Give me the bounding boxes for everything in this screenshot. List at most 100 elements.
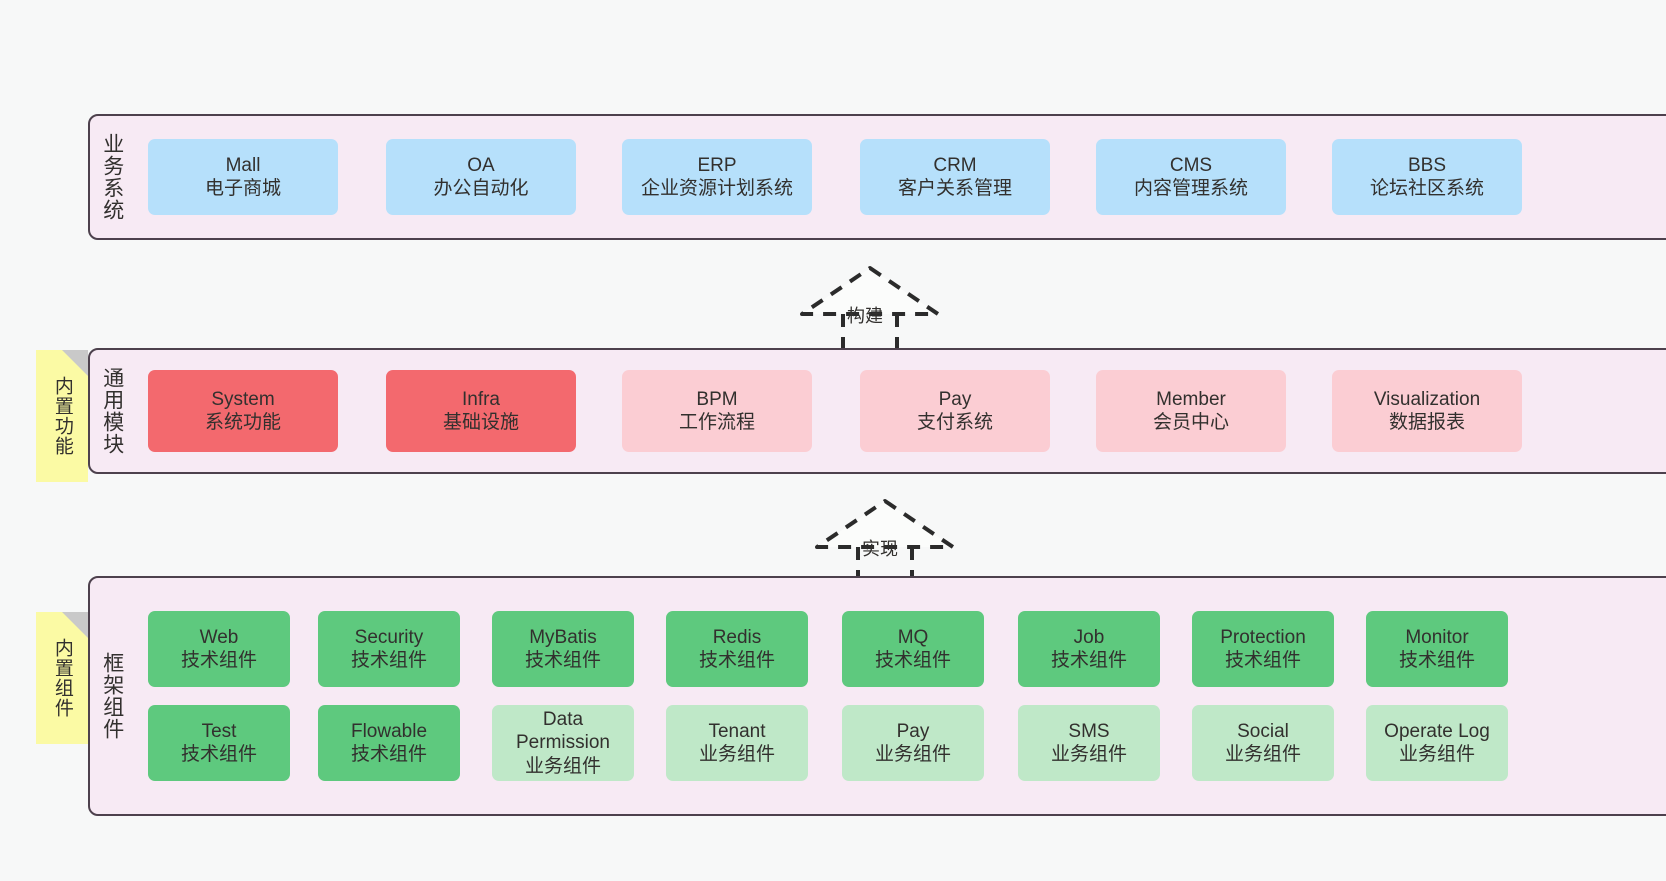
business-card-erp[interactable]: ERP 企业资源计划系统 — [622, 139, 812, 215]
connector-build-label: 构建 — [847, 306, 883, 326]
card-subtitle: 技术组件 — [350, 650, 427, 671]
card-title: Mall — [225, 154, 261, 176]
framework-card-job[interactable]: Job 技术组件 — [1018, 611, 1160, 687]
business-card-cms[interactable]: CMS 内容管理系统 — [1096, 139, 1286, 215]
module-card-system[interactable]: System 系统功能 — [148, 370, 338, 452]
module-card-row: System 系统功能 Infra 基础设施 BPM 工作流程 Pay 支付系统… — [142, 370, 1666, 452]
card-subtitle: 业务组件 — [524, 755, 601, 777]
module-card-bpm[interactable]: BPM 工作流程 — [622, 370, 812, 452]
card-subtitle: 电子商城 — [204, 178, 281, 199]
card-subtitle: 技术组件 — [180, 650, 257, 671]
connector-build: 构建 — [795, 262, 945, 360]
card-subtitle: 技术组件 — [1050, 650, 1127, 671]
framework-card-monitor[interactable]: Monitor 技术组件 — [1366, 611, 1508, 687]
business-card-crm[interactable]: CRM 客户关系管理 — [860, 139, 1050, 215]
card-subtitle: 企业资源计划系统 — [640, 178, 793, 199]
sticky-note-label: 内置功能 — [51, 376, 73, 456]
card-subtitle: 技术组件 — [524, 650, 601, 671]
card-title: Test — [201, 720, 237, 742]
card-title: CMS — [1169, 154, 1213, 176]
framework-card-redis[interactable]: Redis 技术组件 — [666, 611, 808, 687]
card-subtitle: 业务组件 — [698, 744, 775, 765]
card-title: Redis — [712, 626, 762, 648]
card-title: Infra — [461, 388, 501, 410]
card-subtitle: 系统功能 — [204, 412, 281, 433]
card-title: MyBatis — [529, 626, 597, 648]
framework-card-security[interactable]: Security 技术组件 — [318, 611, 460, 687]
business-card-bbs[interactable]: BBS 论坛社区系统 — [1332, 139, 1522, 215]
card-title: Security — [354, 626, 424, 648]
business-card-mall[interactable]: Mall 电子商城 — [148, 139, 338, 215]
framework-card-pay[interactable]: Pay 业务组件 — [842, 705, 984, 781]
framework-card-operate-log[interactable]: Operate Log 业务组件 — [1366, 705, 1508, 781]
layer-framework-component: 框架组件 Web 技术组件 Security 技术组件 MyBatis 技术组件… — [88, 576, 1666, 816]
module-card-member[interactable]: Member 会员中心 — [1096, 370, 1286, 452]
card-title: OA — [467, 154, 495, 176]
sticky-note-label: 内置组件 — [51, 638, 73, 718]
card-title: Monitor — [1405, 626, 1469, 648]
framework-card-tenant[interactable]: Tenant 业务组件 — [666, 705, 808, 781]
card-title: ERP — [697, 154, 737, 176]
card-subtitle: 基础设施 — [442, 412, 519, 433]
card-subtitle: 技术组件 — [1224, 650, 1301, 671]
card-title: SMS — [1068, 720, 1110, 742]
sticky-note-builtin-component: 内置组件 — [36, 612, 88, 744]
framework-card-data-permission[interactable]: Data Permission 业务组件 — [492, 705, 634, 781]
connector-implement-label: 实现 — [862, 539, 898, 559]
framework-card-test[interactable]: Test 技术组件 — [148, 705, 290, 781]
card-title: Member — [1156, 388, 1226, 410]
card-subtitle: 工作流程 — [678, 412, 755, 433]
framework-biz-row: Test 技术组件 Flowable 技术组件 Data Permission … — [142, 705, 1666, 781]
card-title: MQ — [897, 626, 929, 648]
framework-card-mq[interactable]: MQ 技术组件 — [842, 611, 984, 687]
fold-corner-icon — [62, 612, 88, 638]
card-title: CRM — [933, 154, 977, 176]
card-title: Social — [1237, 720, 1289, 742]
card-title: Web — [199, 626, 239, 648]
layer-body-modules: System 系统功能 Infra 基础设施 BPM 工作流程 Pay 支付系统… — [134, 350, 1666, 472]
card-subtitle: 技术组件 — [1398, 650, 1475, 671]
card-subtitle: 论坛社区系统 — [1369, 178, 1484, 199]
card-title: Tenant — [708, 720, 766, 742]
framework-card-mybatis[interactable]: MyBatis 技术组件 — [492, 611, 634, 687]
layer-title-business: 业务系统 — [100, 133, 124, 221]
card-subtitle: 技术组件 — [180, 744, 257, 765]
card-subtitle: 业务组件 — [1224, 744, 1301, 765]
sticky-note-builtin-function: 内置功能 — [36, 350, 88, 482]
card-subtitle: 支付系统 — [916, 412, 993, 433]
card-subtitle: 技术组件 — [698, 650, 775, 671]
framework-card-sms[interactable]: SMS 业务组件 — [1018, 705, 1160, 781]
card-title: Operate Log — [1384, 720, 1490, 742]
layer-title-modules: 通用模块 — [100, 367, 124, 455]
layer-body-business: Mall 电子商城 OA 办公自动化 ERP 企业资源计划系统 CRM 客户关系… — [134, 116, 1666, 238]
card-title: BPM — [696, 388, 738, 410]
layer-body-framework: Web 技术组件 Security 技术组件 MyBatis 技术组件 Redi… — [134, 578, 1666, 814]
framework-card-flowable[interactable]: Flowable 技术组件 — [318, 705, 460, 781]
framework-card-protection[interactable]: Protection 技术组件 — [1192, 611, 1334, 687]
module-card-infra[interactable]: Infra 基础设施 — [386, 370, 576, 452]
card-title: Protection — [1220, 626, 1306, 648]
card-subtitle: 业务组件 — [1050, 744, 1127, 765]
card-title: Pay — [938, 388, 972, 410]
card-subtitle: 技术组件 — [350, 744, 427, 765]
card-title: System — [211, 388, 275, 410]
module-card-pay[interactable]: Pay 支付系统 — [860, 370, 1050, 452]
framework-card-web[interactable]: Web 技术组件 — [148, 611, 290, 687]
card-subtitle: 技术组件 — [874, 650, 951, 671]
card-subtitle: 内容管理系统 — [1133, 178, 1248, 199]
card-subtitle: 客户关系管理 — [897, 178, 1012, 199]
card-title: BBS — [1407, 154, 1447, 176]
business-card-row: Mall 电子商城 OA 办公自动化 ERP 企业资源计划系统 CRM 客户关系… — [142, 139, 1666, 215]
layer-business-system: 业务系统 Mall 电子商城 OA 办公自动化 ERP 企业资源计划系统 CRM — [88, 114, 1666, 240]
card-title: Job — [1073, 626, 1105, 648]
layer-title-framework: 框架组件 — [100, 652, 124, 740]
card-title: Flowable — [350, 720, 428, 742]
card-subtitle: 会员中心 — [1152, 412, 1229, 433]
card-title: Data Permission — [516, 709, 610, 754]
module-card-visualization[interactable]: Visualization 数据报表 — [1332, 370, 1522, 452]
card-subtitle: 业务组件 — [1398, 744, 1475, 765]
card-title: Pay — [896, 720, 930, 742]
business-card-oa[interactable]: OA 办公自动化 — [386, 139, 576, 215]
framework-card-social[interactable]: Social 业务组件 — [1192, 705, 1334, 781]
